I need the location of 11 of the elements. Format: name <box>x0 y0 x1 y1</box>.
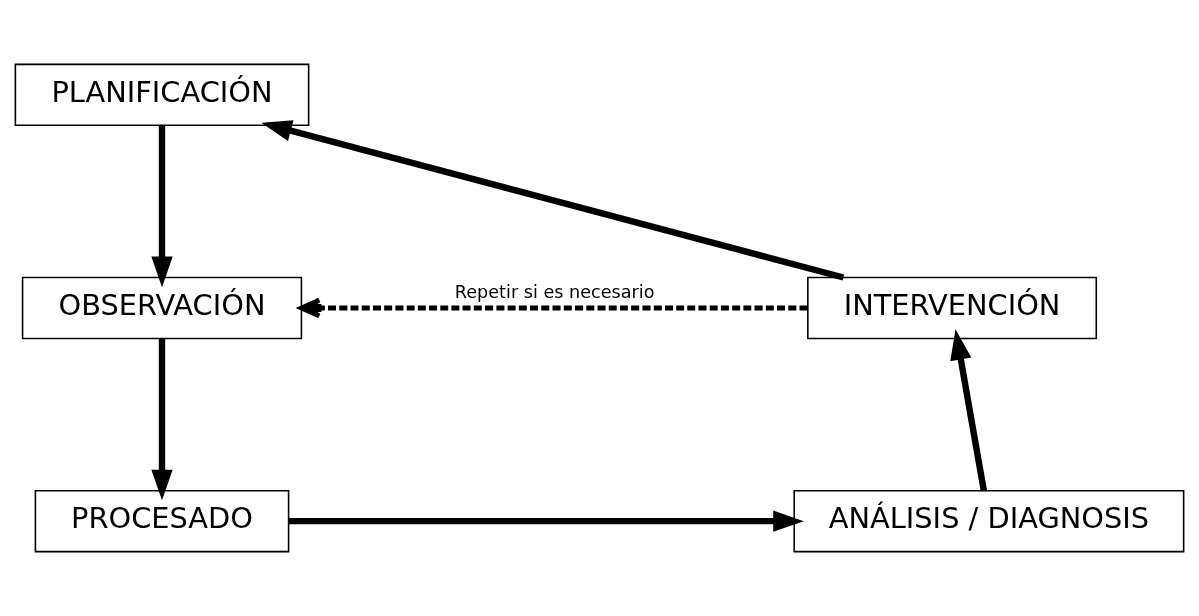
node-box: INTERVENCIÓN <box>807 276 1098 340</box>
node-box: PROCESADO <box>34 489 290 553</box>
node-box: OBSERVACIÓN <box>21 276 303 340</box>
edge-label: Repetir si es necesario <box>454 282 655 303</box>
arrow <box>950 329 987 492</box>
arrow <box>151 125 173 288</box>
node-box: ANÁLISIS / DIAGNOSIS <box>793 489 1185 553</box>
node-box: PLANIFICACIÓN <box>14 63 310 127</box>
arrow <box>288 510 804 532</box>
arrow <box>261 120 845 281</box>
arrow <box>151 338 173 501</box>
